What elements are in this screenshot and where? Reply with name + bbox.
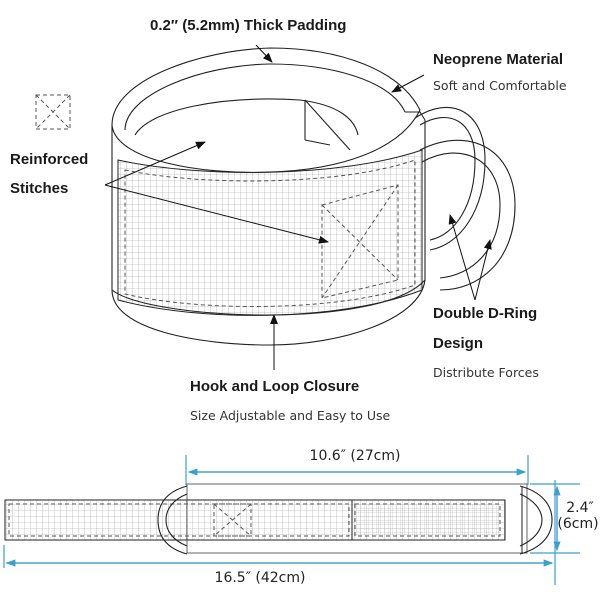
closure-sub: Size Adjustable and Easy to Use	[190, 408, 391, 423]
width-cm-label: (6cm)	[557, 516, 598, 532]
closure-title: Hook and Loop Closure	[190, 378, 359, 395]
stitches-label-2: Stitches	[10, 180, 68, 197]
callout-arrows	[104, 44, 492, 370]
dimension-lines	[3, 455, 580, 585]
right-d-ring	[519, 485, 553, 555]
dring-label-1: Double D-Ring	[433, 305, 537, 322]
padding-label: 0.2″ (5.2mm) Thick Padding	[150, 17, 346, 34]
left-d-ring	[157, 485, 188, 555]
inner-length-label: 10.6″ (27cm)	[310, 448, 401, 464]
dring-label-2: Design	[433, 335, 483, 352]
width-in-label: 2.4″	[566, 500, 594, 516]
flat-strap	[4, 483, 553, 555]
material-sub: Soft and Comfortable	[433, 78, 567, 93]
material-title: Neoprene Material	[433, 51, 563, 68]
d-ring-back	[414, 107, 486, 251]
stitches-label-1: Reinforced	[10, 151, 88, 168]
total-length-label: 16.5″ (42cm)	[215, 570, 306, 586]
d-ring-front	[419, 139, 516, 291]
dring-sub: Distribute Forces	[433, 365, 539, 380]
cuff-illustration	[111, 47, 516, 346]
stitch-icon	[35, 94, 71, 130]
